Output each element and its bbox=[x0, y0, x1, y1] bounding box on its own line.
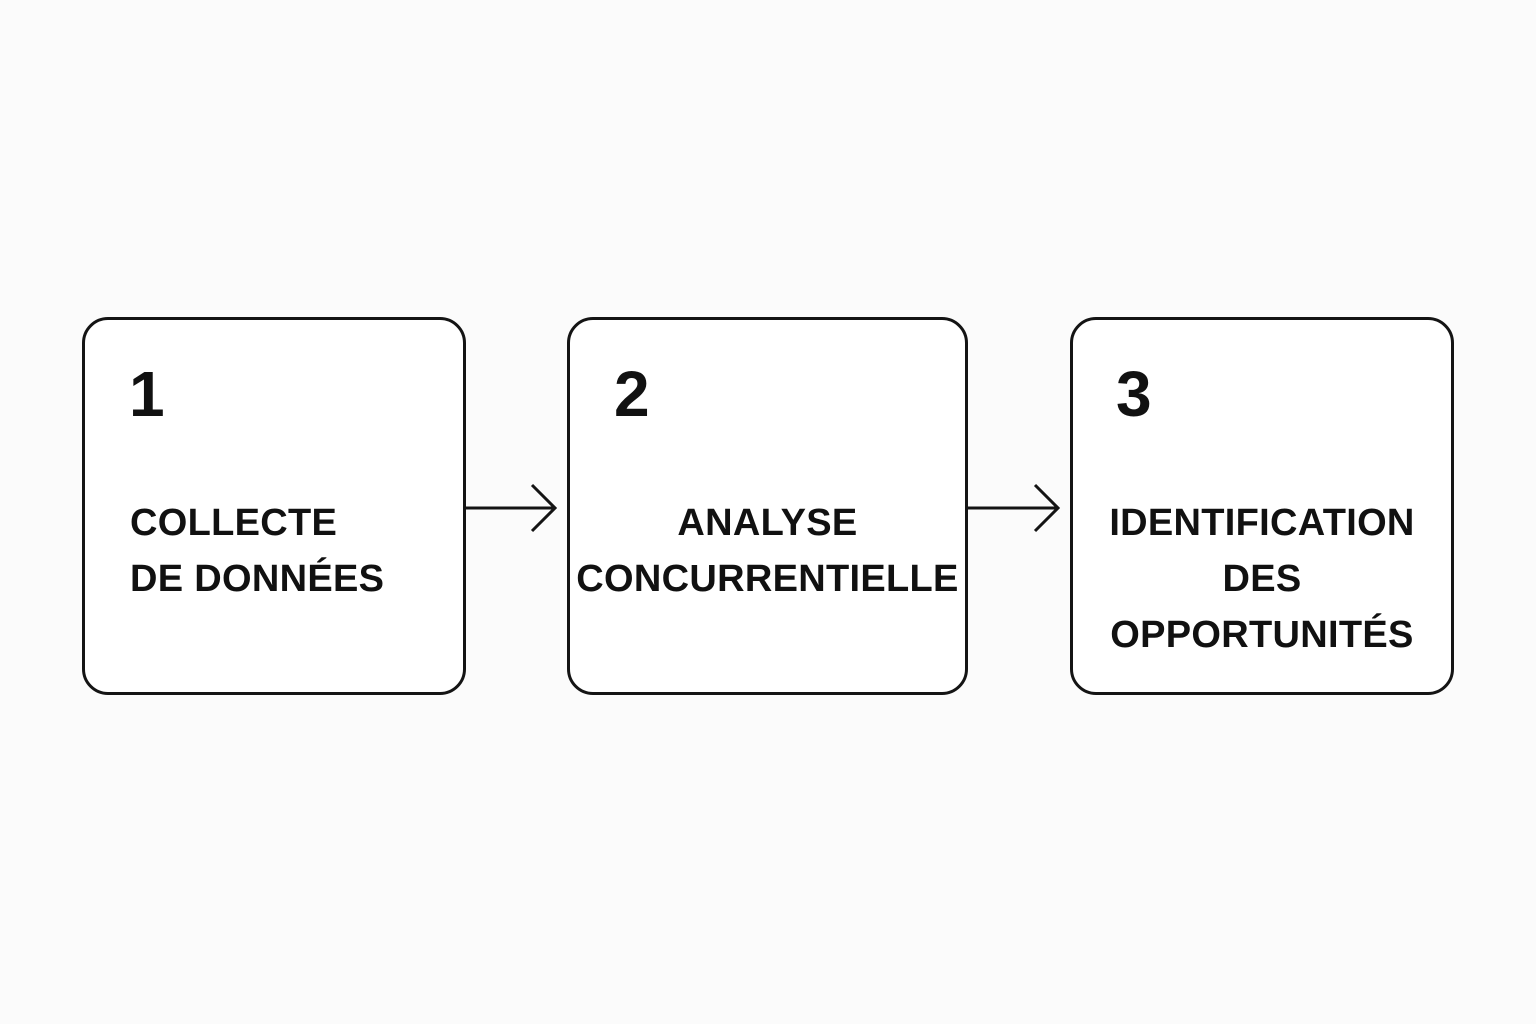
step-label-line: DES bbox=[1222, 558, 1302, 600]
step-number: 3 bbox=[1116, 358, 1152, 430]
step-label-line: CONCURRENTIELLE bbox=[576, 558, 959, 600]
step-number: 2 bbox=[614, 358, 650, 430]
step-label-line: ANALYSE bbox=[677, 502, 858, 544]
step-label: IDENTIFICATION DES OPPORTUNITÉS bbox=[1073, 495, 1451, 663]
step-label-line: DE DONNÉES bbox=[130, 558, 385, 600]
step-number: 1 bbox=[129, 358, 165, 430]
step-box-2: 2 ANALYSE CONCURRENTIELLE bbox=[567, 317, 968, 695]
step-label-line: COLLECTE bbox=[130, 502, 338, 544]
arrow-right-icon bbox=[466, 483, 558, 533]
step-label: COLLECTE DE DONNÉES bbox=[130, 495, 384, 607]
step-label-line: OPPORTUNITÉS bbox=[1110, 614, 1414, 656]
arrow-right-icon bbox=[968, 483, 1061, 533]
step-box-3: 3 IDENTIFICATION DES OPPORTUNITÉS bbox=[1070, 317, 1454, 695]
step-label: ANALYSE CONCURRENTIELLE bbox=[570, 495, 965, 607]
step-label-line: IDENTIFICATION bbox=[1109, 502, 1415, 544]
step-box-1: 1 COLLECTE DE DONNÉES bbox=[82, 317, 466, 695]
